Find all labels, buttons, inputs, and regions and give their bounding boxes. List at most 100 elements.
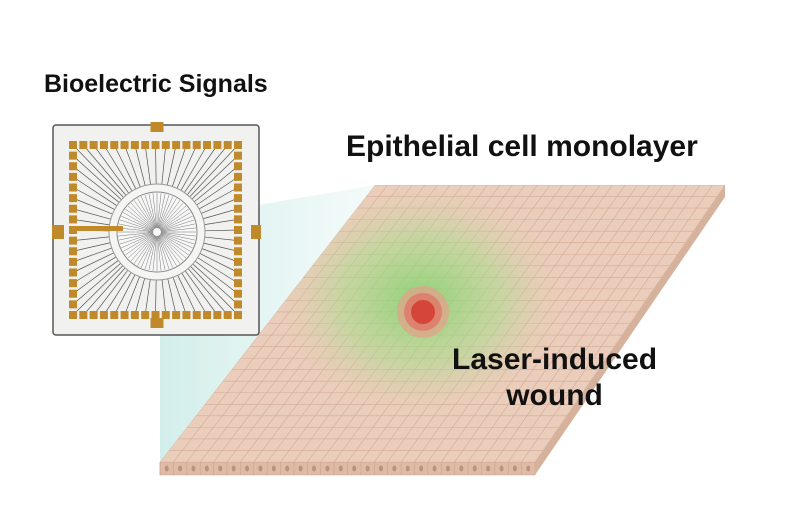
cell-nucleus: [271, 465, 276, 472]
electrode-pad: [234, 151, 242, 160]
electrode-pad: [130, 141, 139, 149]
cell-nucleus: [459, 465, 464, 472]
electrode-pad: [69, 289, 77, 298]
electrode-pad: [69, 172, 77, 181]
electrode-pad: [89, 311, 98, 319]
electrode-pad: [213, 141, 222, 149]
electrode-pad: [234, 268, 242, 277]
electrode-pad: [89, 141, 98, 149]
electrode-pad: [69, 194, 77, 203]
electrode-pad: [234, 300, 242, 309]
cell-nucleus: [526, 465, 531, 472]
bioelectric-signals-label: Bioelectric Signals: [44, 70, 268, 98]
electrode-pad: [192, 141, 201, 149]
electrode-pad: [234, 194, 242, 203]
cell-nucleus: [178, 465, 183, 472]
cell-nucleus: [432, 465, 437, 472]
cell-nucleus: [164, 465, 169, 472]
electrode-pad: [69, 162, 77, 171]
cell-nucleus: [204, 465, 209, 472]
cell-nucleus: [298, 465, 303, 472]
cell-nucleus: [472, 465, 477, 472]
cell-nucleus: [499, 465, 504, 472]
contact-pad: [150, 318, 164, 328]
electrode-pad: [79, 311, 88, 319]
electrode-pad: [141, 311, 150, 319]
electrode-pad: [69, 151, 77, 160]
electrode-pad: [69, 236, 77, 245]
electrode-pad: [69, 183, 77, 192]
electrode-pad: [161, 141, 170, 149]
electrode-pad: [192, 311, 201, 319]
electrode-pad: [130, 311, 139, 319]
electrode-pad: [203, 141, 212, 149]
electrode-pad: [69, 268, 77, 277]
cell-nucleus: [352, 465, 357, 472]
cell-nucleus: [486, 465, 491, 472]
electrode-pad: [69, 141, 77, 149]
electrode-pad: [79, 141, 88, 149]
electrode-pad: [234, 247, 242, 256]
electrode-pad: [234, 226, 242, 234]
electrode-pad: [69, 311, 77, 319]
electrode-pad: [234, 172, 242, 181]
electrode-pad: [161, 311, 170, 319]
electrode-pad: [234, 183, 242, 192]
cell-nucleus: [338, 465, 343, 472]
contact-pad: [52, 225, 64, 239]
electrode-pad: [69, 215, 77, 224]
electrode-pad: [223, 141, 232, 149]
electrode-pad: [99, 311, 108, 319]
electrode-pad: [234, 236, 242, 245]
electrode-pad: [234, 162, 242, 171]
electrode-pad: [234, 141, 242, 149]
electrode-pad: [182, 141, 191, 149]
electrode-pad: [141, 141, 150, 149]
electrode-pad: [234, 311, 242, 319]
cell-nucleus: [231, 465, 236, 472]
cell-nucleus: [365, 465, 370, 472]
electrode-pad: [69, 257, 77, 266]
electrode-pad: [234, 289, 242, 298]
electrode-pad: [172, 141, 181, 149]
electrode-pad: [213, 311, 222, 319]
cell-nucleus: [325, 465, 330, 472]
electrode-pad: [120, 311, 129, 319]
electrode-pad: [234, 279, 242, 288]
electrode-pad: [151, 311, 160, 319]
monolayer-label: Epithelial cell monolayer: [346, 130, 698, 163]
wound-label-line1: Laser-induced: [452, 343, 658, 376]
cell-nucleus: [285, 465, 290, 472]
contact-pad: [150, 122, 164, 132]
cell-nucleus: [405, 465, 410, 472]
cell-nucleus: [445, 465, 450, 472]
cell-nucleus: [392, 465, 397, 472]
cell-nucleus: [312, 465, 317, 472]
cell-nucleus: [218, 465, 223, 472]
wound-label: Laser-induced wound: [452, 342, 657, 414]
electrode-pad: [234, 215, 242, 224]
cell-nucleus: [245, 465, 250, 472]
electrode-pad: [99, 141, 108, 149]
cell-nucleus: [378, 465, 383, 472]
wound-label-line2: wound: [506, 379, 603, 412]
electrode-pad: [234, 257, 242, 266]
electrode-pad: [69, 204, 77, 213]
cell-nucleus: [258, 465, 263, 472]
electrode-pad: [69, 300, 77, 309]
electrode-pad: [172, 311, 181, 319]
cell-nucleus: [512, 465, 517, 472]
electrode-pad: [110, 141, 119, 149]
electrode-pad: [234, 204, 242, 213]
electrode-pad: [203, 311, 212, 319]
laser-wound: [397, 286, 449, 338]
cell-nucleus: [419, 465, 424, 472]
electrode-pad: [69, 279, 77, 288]
cell-nucleus: [191, 465, 196, 472]
electrode-pad: [110, 311, 119, 319]
electrode-pad: [151, 141, 160, 149]
electrode-pad: [120, 141, 129, 149]
electrode-pad: [182, 311, 191, 319]
